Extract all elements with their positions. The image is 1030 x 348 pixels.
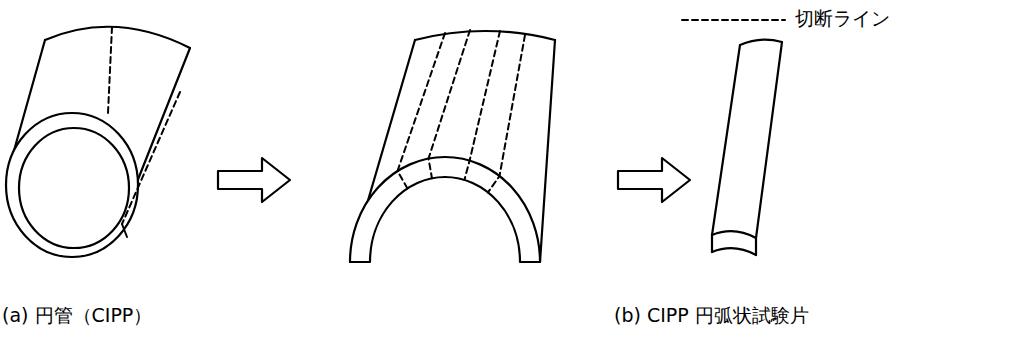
legend-entry: 切断ライン	[795, 7, 890, 30]
half-pipe-drawing	[350, 30, 555, 262]
legend-line-sample	[682, 19, 785, 21]
figure-caption-wrap: (b) CIPP 円弧状試験片	[614, 304, 809, 327]
pipe-drawing	[6, 27, 190, 257]
block-arrow	[218, 158, 290, 202]
specimen-drawing	[712, 40, 782, 255]
figure-caption: (b) CIPP 円弧状試験片	[614, 304, 809, 327]
legend-text: 切断ライン	[795, 7, 890, 30]
figure-caption: (a) 円管（CIPP）	[2, 304, 152, 327]
figure-caption-wrap: (a) 円管（CIPP）	[2, 304, 152, 327]
block-arrow	[618, 158, 690, 202]
